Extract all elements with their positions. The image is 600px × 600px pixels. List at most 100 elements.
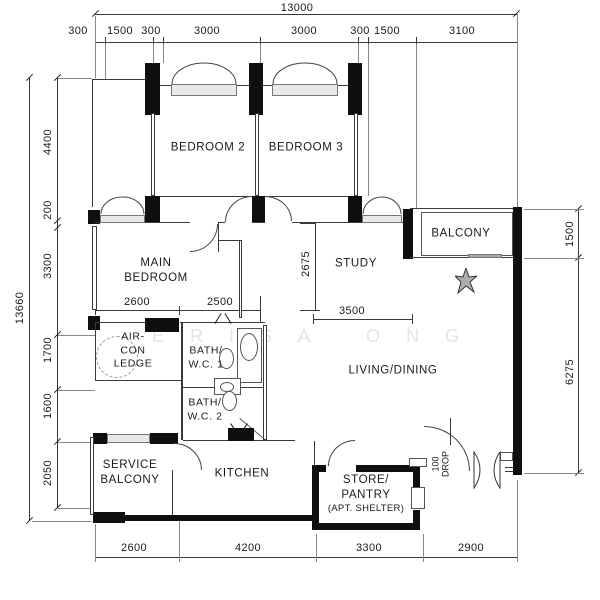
door-swing bbox=[265, 196, 292, 221]
window-icon bbox=[100, 196, 145, 215]
wall bbox=[413, 510, 420, 530]
dim-left-4: 1600 bbox=[42, 392, 54, 420]
extension-line bbox=[517, 14, 518, 207]
extension-line bbox=[524, 209, 584, 210]
extension-line bbox=[58, 390, 95, 391]
room-label-study: STUDY bbox=[335, 257, 377, 270]
dim-line-top-segments bbox=[95, 42, 517, 43]
dim-tick bbox=[412, 314, 413, 324]
column bbox=[145, 196, 160, 222]
window-icon bbox=[362, 196, 402, 215]
wall bbox=[263, 325, 267, 440]
wall bbox=[95, 322, 96, 380]
wall bbox=[292, 222, 362, 223]
wall bbox=[92, 79, 145, 80]
dim-top-2: 300 bbox=[141, 25, 161, 37]
dim-left-total: 13660 bbox=[14, 291, 26, 325]
column bbox=[249, 63, 263, 115]
dim-line-study-width bbox=[313, 319, 412, 320]
wall bbox=[356, 465, 420, 472]
dim-left-2: 3300 bbox=[42, 252, 54, 280]
dim-tick bbox=[260, 296, 261, 322]
wall bbox=[354, 113, 358, 196]
dim-study-h: 2675 bbox=[300, 250, 312, 278]
dim-mb-w2: 2500 bbox=[206, 296, 234, 308]
threshold bbox=[505, 467, 517, 468]
wall bbox=[145, 222, 190, 223]
toilet bbox=[219, 348, 234, 369]
column bbox=[348, 63, 362, 115]
wall bbox=[151, 113, 155, 196]
window-icon bbox=[171, 62, 237, 85]
shelter-door bbox=[411, 487, 425, 509]
dim-left-1: 200 bbox=[42, 200, 54, 220]
wall bbox=[180, 322, 265, 323]
door-swing bbox=[190, 224, 218, 252]
wall bbox=[90, 437, 94, 515]
wall bbox=[312, 465, 326, 472]
watermark-text: ERISA ONG bbox=[152, 326, 486, 346]
extension-line bbox=[368, 44, 369, 196]
room-label-bath1: BATH/ W.C. 1 bbox=[188, 344, 224, 370]
window-sill bbox=[100, 215, 145, 223]
wall bbox=[92, 79, 93, 207]
dim-top-6: 1500 bbox=[373, 25, 401, 37]
room-label-bedroom2: BEDROOM 2 bbox=[170, 141, 246, 154]
dim-line-top-total bbox=[95, 14, 517, 15]
dim-left-0: 4400 bbox=[42, 128, 54, 156]
dim-tick bbox=[358, 37, 359, 47]
dim-left-3: 1700 bbox=[42, 336, 54, 364]
window-sill bbox=[171, 84, 237, 96]
door-frame bbox=[500, 452, 513, 461]
wall bbox=[181, 322, 183, 440]
wall bbox=[263, 196, 348, 197]
extension-line bbox=[423, 534, 424, 562]
room-label-aircon-ledge: AIR- CON LEDGE bbox=[113, 330, 153, 370]
wall bbox=[513, 207, 522, 475]
dim-right-1: 6275 bbox=[564, 358, 576, 386]
room-label-bath2: BATH/ W.C. 2 bbox=[187, 396, 223, 422]
column bbox=[252, 196, 265, 222]
door-swing bbox=[225, 196, 252, 222]
wall bbox=[312, 523, 420, 530]
window-sill bbox=[272, 84, 338, 96]
dim-top-3: 3000 bbox=[193, 25, 221, 37]
extension-line bbox=[58, 335, 95, 336]
dim-tick bbox=[179, 306, 180, 315]
dim-tick bbox=[95, 306, 96, 315]
room-label-living-dining: LIVING/DINING bbox=[348, 364, 438, 377]
room-label-main-bedroom: MAIN BEDROOM bbox=[124, 257, 188, 284]
room-label-bedroom3: BEDROOM 3 bbox=[268, 141, 344, 154]
column bbox=[88, 210, 100, 224]
extension-line bbox=[260, 44, 261, 63]
dim-line-right bbox=[578, 209, 579, 473]
extension-line bbox=[416, 44, 417, 209]
extension-line bbox=[95, 16, 96, 78]
wall bbox=[218, 222, 219, 252]
extension-line bbox=[153, 44, 154, 63]
extension-line bbox=[58, 78, 92, 79]
dim-study-w: 3500 bbox=[338, 305, 366, 317]
wall bbox=[95, 322, 145, 323]
wall bbox=[93, 512, 125, 523]
column bbox=[145, 63, 160, 115]
column bbox=[88, 316, 100, 330]
entrance-drop-note: 100 DROP bbox=[430, 450, 451, 478]
extension-line bbox=[524, 473, 584, 474]
bathtub-basin bbox=[240, 333, 258, 361]
wall bbox=[218, 240, 241, 241]
wall bbox=[450, 418, 451, 445]
wall bbox=[252, 222, 265, 223]
extension-line bbox=[163, 44, 164, 63]
star-symbol-icon bbox=[455, 268, 477, 294]
door-swing bbox=[328, 440, 355, 466]
wall bbox=[314, 441, 315, 465]
dim-tick bbox=[368, 37, 369, 47]
wall bbox=[160, 196, 249, 197]
wall bbox=[410, 208, 513, 209]
dim-top-1: 1500 bbox=[106, 25, 134, 37]
dim-bottom-0: 2600 bbox=[120, 542, 148, 554]
wall bbox=[95, 222, 100, 223]
dim-top-7: 3100 bbox=[448, 25, 476, 37]
dim-top-5: 300 bbox=[350, 25, 370, 37]
